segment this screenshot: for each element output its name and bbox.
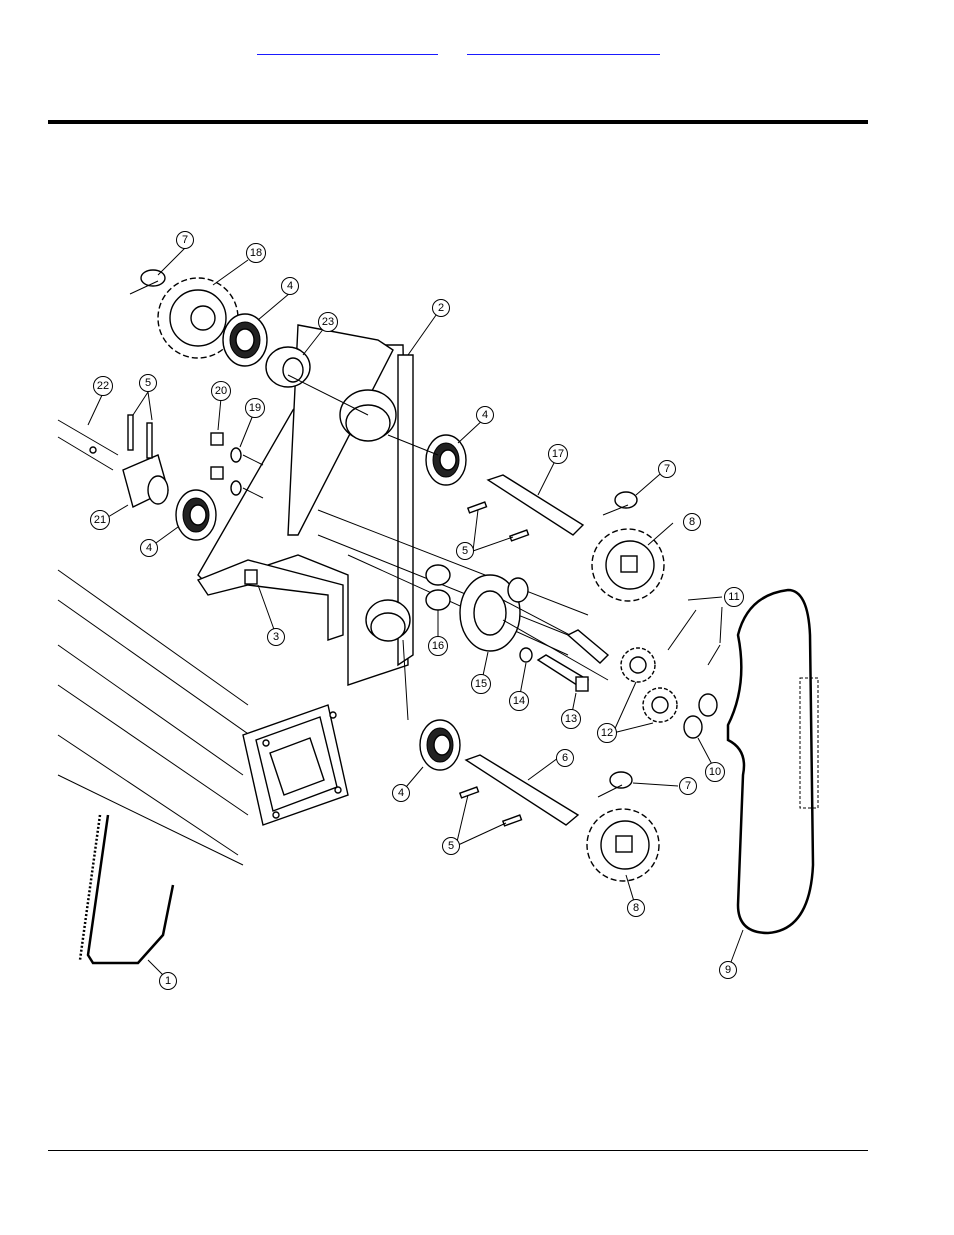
callout-8a: 8 xyxy=(683,513,701,531)
callout-1: 1 xyxy=(159,972,177,990)
callout-4b: 4 xyxy=(476,406,494,424)
svg-text:5: 5 xyxy=(448,840,454,852)
callout-2: 2 xyxy=(432,299,450,317)
svg-text:5: 5 xyxy=(145,377,151,389)
footer-rule xyxy=(48,1150,868,1151)
callout-18: 18 xyxy=(246,243,266,263)
callout-5b: 5 xyxy=(456,542,474,560)
callout-3: 3 xyxy=(267,628,285,646)
svg-text:10: 10 xyxy=(709,766,721,778)
svg-text:1: 1 xyxy=(165,975,171,987)
svg-text:18: 18 xyxy=(250,247,262,259)
callout-4a: 4 xyxy=(281,277,299,295)
nav-link-2[interactable] xyxy=(467,40,660,55)
callout-4c: 4 xyxy=(140,539,158,557)
cotter-pins xyxy=(667,609,721,666)
sprocket-upper xyxy=(591,528,665,602)
nuts-washers xyxy=(210,432,264,499)
svg-text:20: 20 xyxy=(215,385,227,397)
roller-chain xyxy=(726,588,819,935)
callout-9: 9 xyxy=(719,961,737,979)
flange-plate xyxy=(425,564,609,681)
svg-text:12: 12 xyxy=(601,727,613,739)
svg-text:7: 7 xyxy=(664,463,670,475)
shaft xyxy=(57,419,119,471)
callout-13: 13 xyxy=(561,709,581,729)
svg-text:4: 4 xyxy=(398,787,404,799)
svg-text:8: 8 xyxy=(633,902,639,914)
svg-text:9: 9 xyxy=(725,964,731,976)
svg-text:5: 5 xyxy=(462,545,468,557)
header-rule xyxy=(48,120,868,124)
svg-text:22: 22 xyxy=(97,380,109,392)
callout-14: 14 xyxy=(509,691,529,711)
callout-22: 22 xyxy=(93,376,113,396)
shaft-upper xyxy=(466,474,585,542)
svg-text:3: 3 xyxy=(273,631,279,643)
coupler xyxy=(122,414,169,508)
callout-4d: 4 xyxy=(392,784,410,802)
svg-text:6: 6 xyxy=(562,752,568,764)
svg-text:13: 13 xyxy=(565,713,577,725)
callout-10: 10 xyxy=(705,762,725,782)
u-bolt xyxy=(78,814,175,965)
bearing-lower xyxy=(402,639,461,771)
callout-23: 23 xyxy=(318,312,338,332)
svg-text:2: 2 xyxy=(438,302,444,314)
svg-text:15: 15 xyxy=(475,678,487,690)
frame-tube xyxy=(57,569,349,866)
callout-15: 15 xyxy=(471,674,491,694)
svg-text:21: 21 xyxy=(94,514,106,526)
bearing-left xyxy=(175,489,217,541)
bearing-mid xyxy=(387,434,467,486)
svg-text:7: 7 xyxy=(182,234,188,246)
callout-5c: 5 xyxy=(442,837,460,855)
svg-text:11: 11 xyxy=(728,591,739,603)
exploded-parts-diagram: 7 18 4 23 2 22 5 20 19 4 17 7 21 8 4 5 1… xyxy=(48,215,828,1000)
callout-21: 21 xyxy=(90,510,110,530)
svg-text:7: 7 xyxy=(685,780,691,792)
hitch-pin-lower xyxy=(597,771,633,798)
callout-16: 16 xyxy=(428,636,448,656)
callout-7c: 7 xyxy=(679,777,697,795)
callout-17: 17 xyxy=(548,444,568,464)
sprocket-lower xyxy=(586,808,660,882)
callout-7a: 7 xyxy=(176,231,194,249)
svg-text:23: 23 xyxy=(322,316,334,328)
bearing-top xyxy=(222,313,268,367)
callout-20: 20 xyxy=(211,381,231,401)
washer-14 xyxy=(519,647,533,663)
svg-text:16: 16 xyxy=(432,640,444,652)
grease-fitting xyxy=(244,569,258,585)
spacer xyxy=(265,346,369,416)
svg-text:19: 19 xyxy=(249,402,261,414)
bolt xyxy=(536,629,610,692)
shaft-lower xyxy=(458,754,580,827)
svg-text:14: 14 xyxy=(513,695,525,707)
svg-text:4: 4 xyxy=(146,542,152,554)
nav-link-1[interactable] xyxy=(257,40,438,55)
hitch-pin-mid xyxy=(602,491,638,516)
svg-text:4: 4 xyxy=(482,409,488,421)
bracket xyxy=(196,324,589,686)
idler-sprockets xyxy=(620,647,678,723)
callout-19: 19 xyxy=(245,398,265,418)
svg-text:8: 8 xyxy=(689,516,695,528)
svg-text:17: 17 xyxy=(552,448,564,460)
washers-10 xyxy=(683,693,718,739)
callout-6: 6 xyxy=(556,749,574,767)
callout-12: 12 xyxy=(597,723,617,743)
svg-text:4: 4 xyxy=(287,280,293,292)
callout-11: 11 xyxy=(724,587,744,607)
callout-8b: 8 xyxy=(627,899,645,917)
sprocket-top xyxy=(157,277,239,359)
callout-7b: 7 xyxy=(658,460,676,478)
callout-5a: 5 xyxy=(139,374,157,392)
